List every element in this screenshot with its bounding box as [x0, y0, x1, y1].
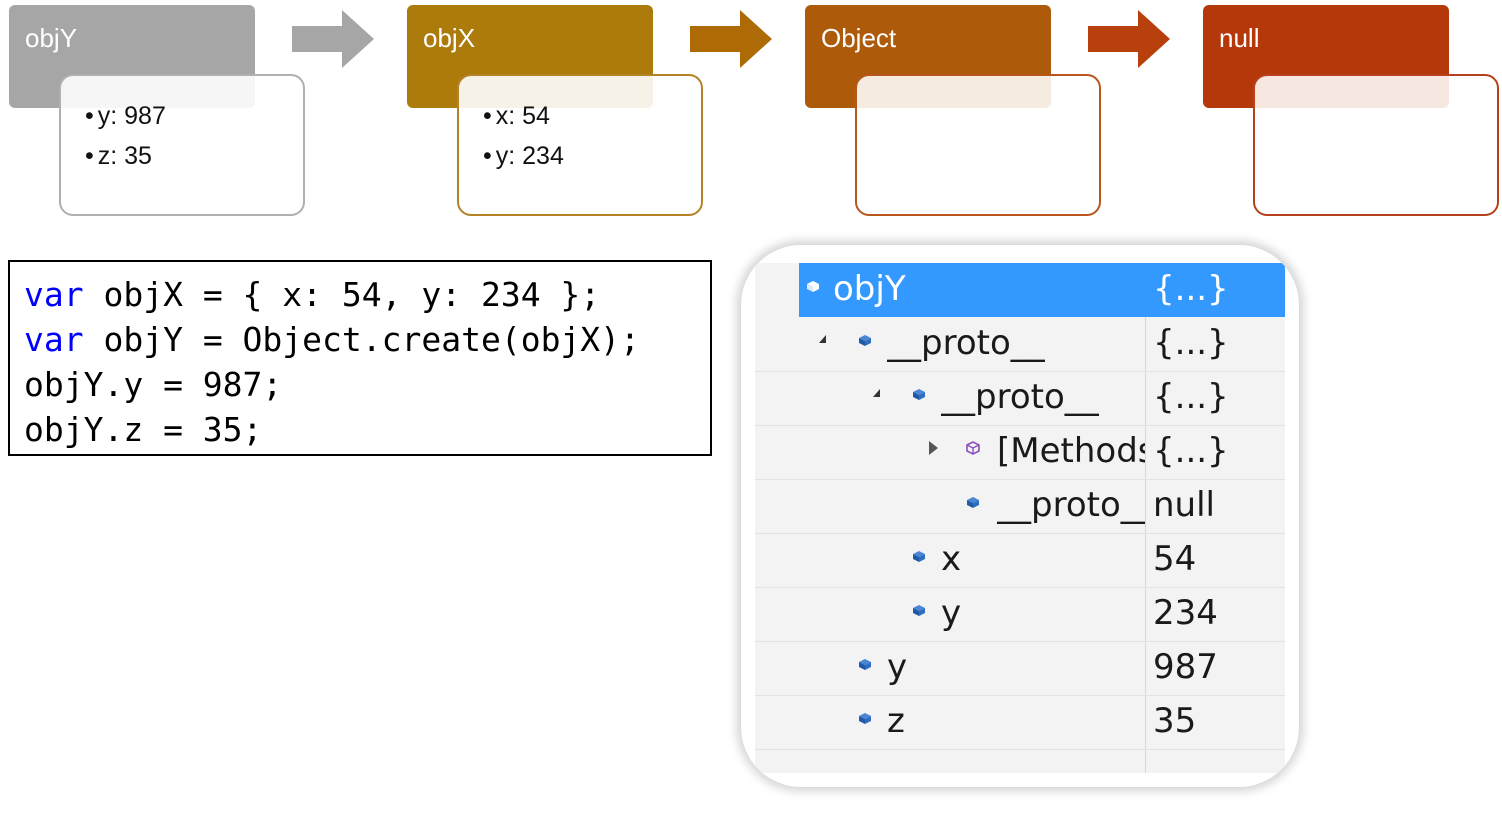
- chain-node-objy-props: y: 987 z: 35: [59, 74, 305, 216]
- watch-name: __proto__: [941, 377, 1099, 417]
- watch-name: y: [887, 647, 908, 687]
- property-icon: [859, 335, 871, 346]
- chain-prop-item: x: 54: [483, 96, 701, 136]
- chain-prop-item: z: 35: [85, 136, 303, 176]
- arrow-right-icon: [292, 10, 374, 68]
- watch-row-x[interactable]: x 54: [755, 533, 1285, 588]
- watch-row-y[interactable]: y 987: [755, 641, 1285, 696]
- code-block: var objX = { x: 54, y: 234 }; var objY =…: [8, 260, 712, 456]
- arrow-right-icon: [1088, 10, 1170, 68]
- watch-value: 987: [1153, 647, 1218, 687]
- watch-value: {...}: [1153, 323, 1229, 363]
- column-separator[interactable]: [1145, 263, 1146, 773]
- chain-node-null-props: [1253, 74, 1499, 216]
- watch-name: __proto__: [887, 323, 1045, 363]
- watch-name: y: [941, 593, 962, 633]
- watch-value: 35: [1153, 701, 1197, 741]
- property-icon: [913, 389, 925, 400]
- chain-node-object-props: [855, 74, 1101, 216]
- watch-name: x: [941, 539, 962, 579]
- code-line-2: var objY = Object.create(objX);: [24, 317, 710, 362]
- code-text: objY = Object.create(objX);: [83, 320, 640, 359]
- object-icon: [807, 281, 819, 292]
- chain-node-label: objX: [423, 23, 476, 53]
- watch-value: null: [1153, 485, 1215, 525]
- chain-prop-item: y: 987: [85, 96, 303, 136]
- watch-value: {...}: [1153, 377, 1229, 417]
- keyword: var: [24, 275, 84, 314]
- watch-row-methods[interactable]: [Methods] {...}: [755, 425, 1285, 480]
- code-line-4: objY.z = 35;: [24, 410, 263, 449]
- watch-window-callout: objY {...} __proto__ {...} __proto__ {..…: [741, 245, 1299, 787]
- property-icon: [913, 605, 925, 616]
- watch-name: objY: [833, 269, 906, 309]
- watch-row-proto[interactable]: __proto__ {...}: [755, 371, 1285, 426]
- property-icon: [913, 551, 925, 562]
- watch-value: 234: [1153, 593, 1218, 633]
- keyword: var: [24, 320, 84, 359]
- watch-row-objy[interactable]: objY {...}: [799, 263, 1285, 317]
- watch-row-z[interactable]: z 35: [755, 695, 1285, 750]
- expand-arrow-icon[interactable]: [819, 335, 826, 343]
- collapse-arrow-icon[interactable]: [929, 441, 938, 455]
- watch-name: __proto__: [997, 485, 1145, 525]
- watch-row-proto[interactable]: __proto__ null: [755, 479, 1285, 534]
- chain-prop-item: y: 234: [483, 136, 701, 176]
- chain-node-label: null: [1219, 23, 1260, 53]
- property-icon: [859, 659, 871, 670]
- chain-node-objx-props: x: 54 y: 234: [457, 74, 703, 216]
- watch-window: objY {...} __proto__ {...} __proto__ {..…: [755, 263, 1285, 773]
- watch-row-proto[interactable]: __proto__ {...}: [755, 317, 1285, 372]
- watch-value: {...}: [1153, 269, 1229, 309]
- expand-arrow-icon[interactable]: [873, 389, 880, 397]
- watch-value: 54: [1153, 539, 1197, 579]
- arrow-right-icon: [690, 10, 772, 68]
- property-icon: [859, 713, 871, 724]
- chain-node-label: Object: [821, 23, 897, 53]
- watch-name: z: [887, 701, 905, 741]
- watch-row-y[interactable]: y 234: [755, 587, 1285, 642]
- code-line-3: objY.y = 987;: [24, 365, 283, 404]
- chain-node-label: objY: [25, 23, 78, 53]
- property-icon: [967, 497, 979, 508]
- code-text: objX = { x: 54, y: 234 };: [83, 275, 601, 314]
- watch-value: {...}: [1153, 431, 1229, 471]
- code-line-1: var objX = { x: 54, y: 234 };: [24, 272, 710, 317]
- watch-name: [Methods]: [997, 431, 1145, 471]
- method-icon: [966, 441, 980, 455]
